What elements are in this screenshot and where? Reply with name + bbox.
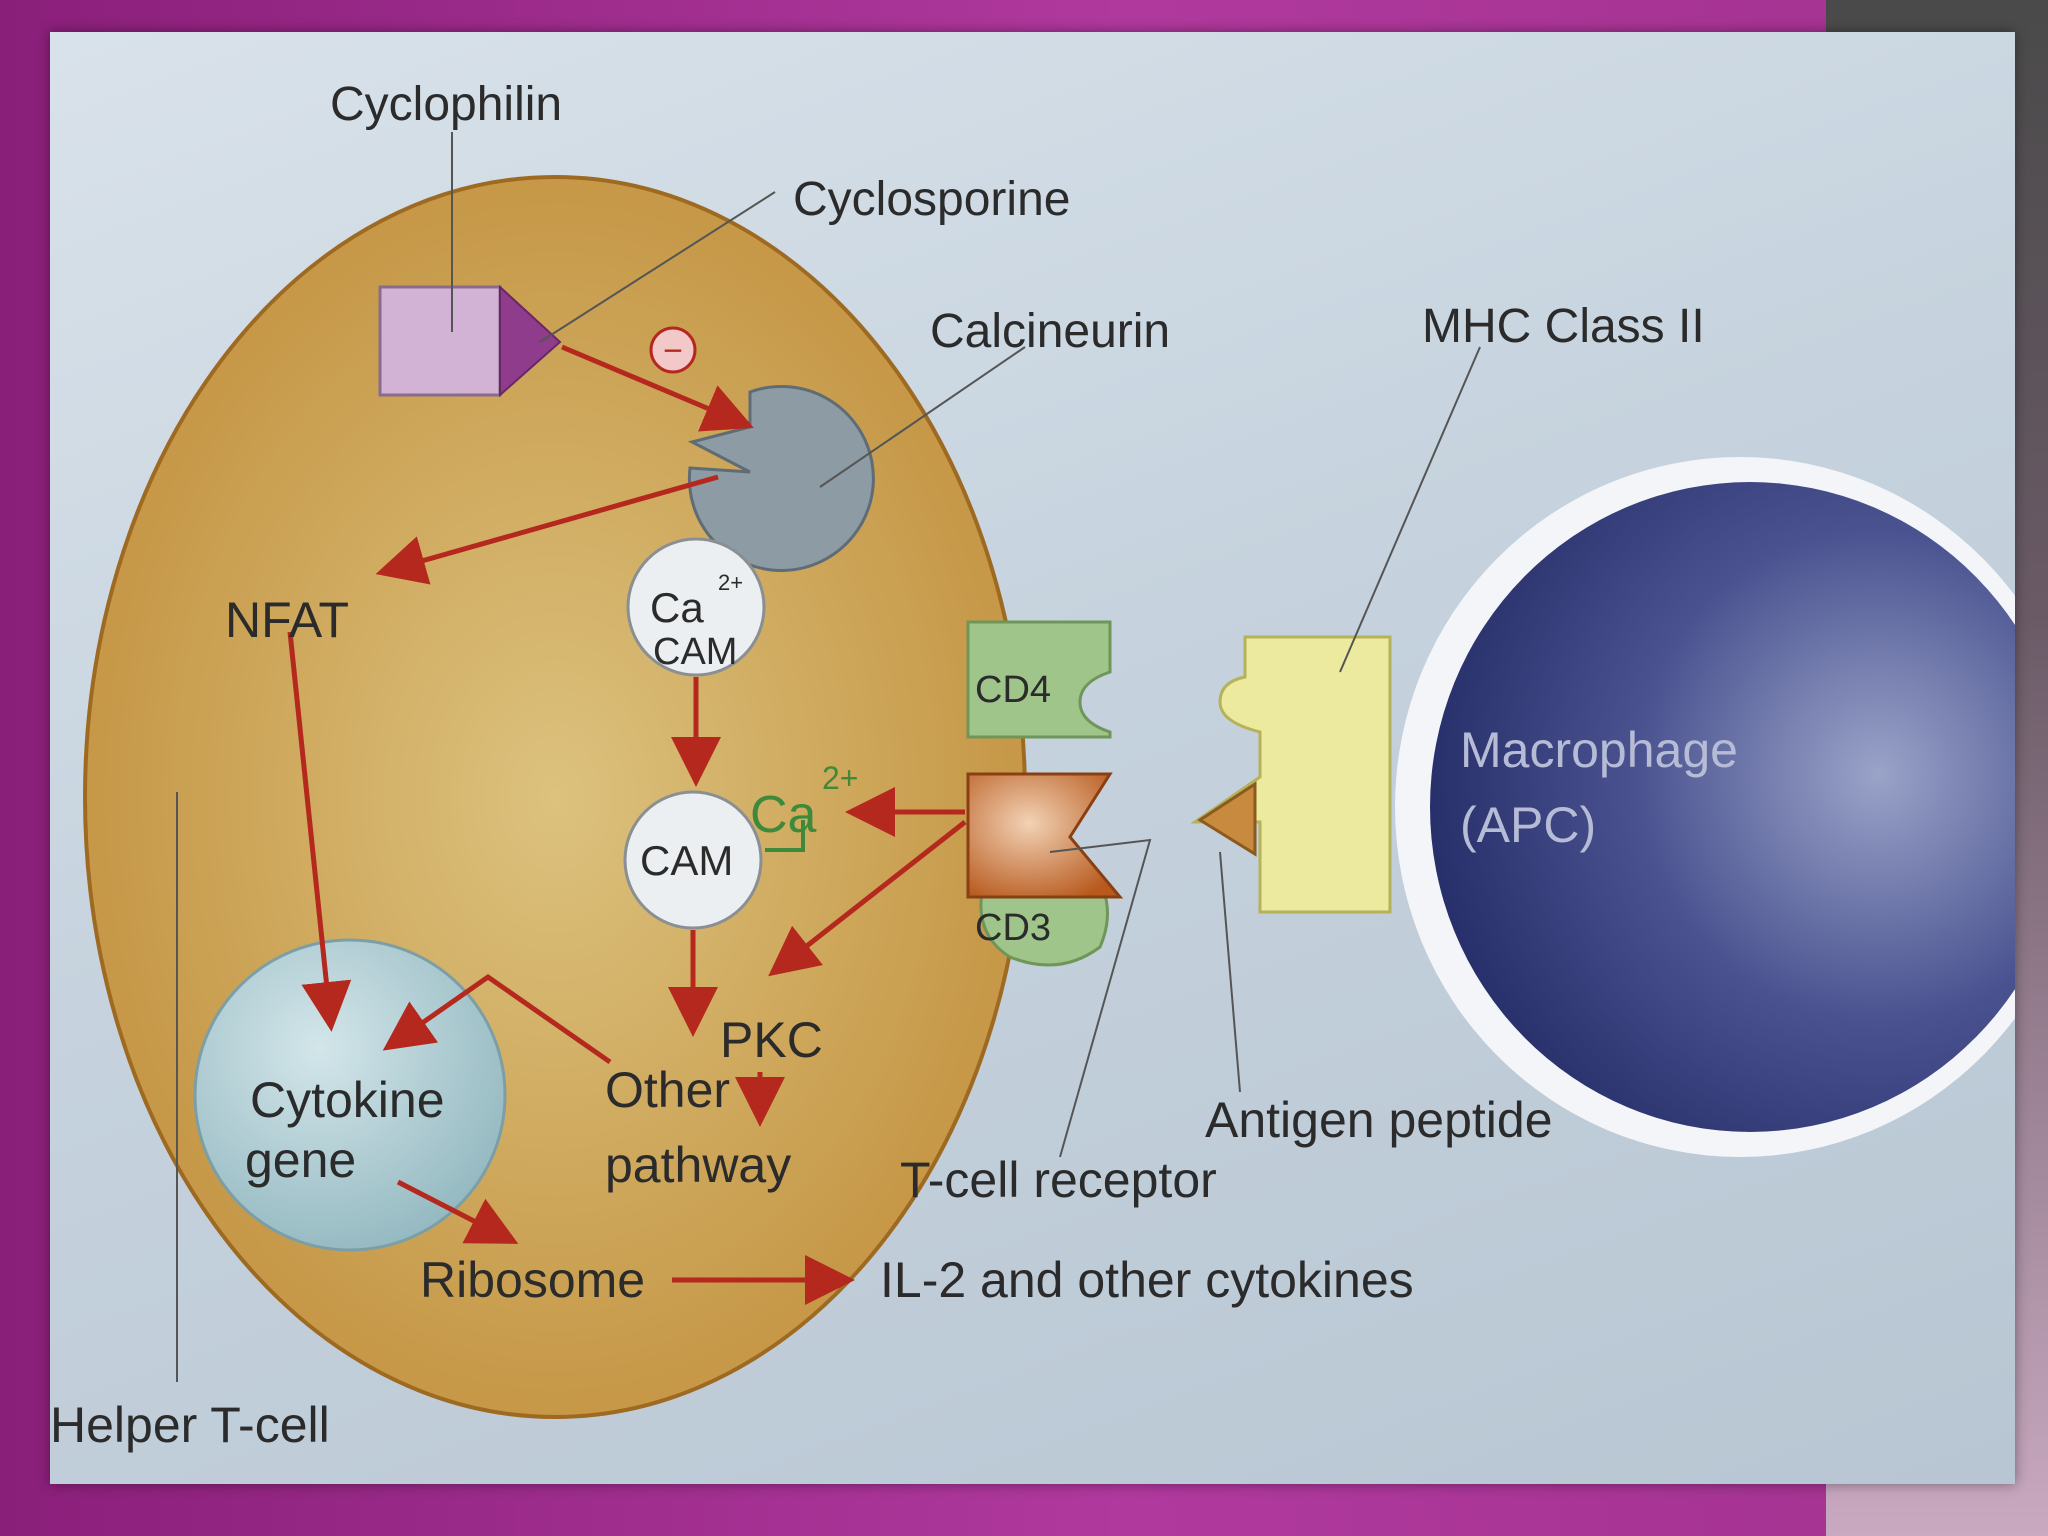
cam-circle xyxy=(623,790,763,930)
inhibition-sign: − xyxy=(663,332,683,370)
label-ca-ion: Ca xyxy=(750,786,817,844)
label-ca-complex: Ca xyxy=(650,584,704,631)
label-antigen-peptide: Antigen peptide xyxy=(1205,1092,1553,1148)
mhc-class-ii-shape xyxy=(1190,635,1392,914)
label-calcineurin: Calcineurin xyxy=(930,305,1170,358)
label-mhc-class-ii: MHC Class II xyxy=(1422,300,1705,353)
helper-t-cell-body xyxy=(83,175,1027,1419)
antigen-peptide-shape xyxy=(1197,781,1257,857)
label-t-cell-receptor: T-cell receptor xyxy=(900,1152,1217,1208)
leader-tcr xyxy=(1049,838,1152,1158)
leader-cyclosporine xyxy=(539,191,776,343)
cd4-receptor xyxy=(966,620,1112,739)
arrow-other-gene xyxy=(382,973,612,1065)
label-other: Other xyxy=(605,1062,730,1118)
arrow-cyclosporine-calcineurin xyxy=(561,344,754,432)
label-pkc: PKC xyxy=(720,1012,823,1068)
arrow-tcr-pkc xyxy=(768,820,967,977)
cyclosporine-shape xyxy=(499,284,562,398)
inhibition-symbol xyxy=(649,326,697,374)
label-cyclophilin: Cyclophilin xyxy=(330,78,562,131)
label-cytokine: Cytokine xyxy=(250,1072,445,1128)
label-cd3: CD3 xyxy=(975,907,1051,949)
leader-calcineurin xyxy=(819,346,1026,488)
diagram-panel: − Cyclophilin Cyclosporine xyxy=(50,32,2015,1484)
arrow-nfat-gene xyxy=(287,631,352,1032)
t-cell-receptor-shape xyxy=(966,772,1124,899)
label-helper-t-cell: Helper T-cell xyxy=(50,1397,330,1453)
label-cam-complex: CAM xyxy=(653,631,737,673)
label-cd4: CD4 xyxy=(975,669,1051,711)
label-cam: CAM xyxy=(640,837,733,884)
cam-ca-bracket xyxy=(765,820,805,852)
label-cyclosporine: Cyclosporine xyxy=(793,173,1070,226)
t-cell-activation-diagram: − Cyclophilin Cyclosporine xyxy=(50,78,2015,1453)
label-pathway: pathway xyxy=(605,1137,791,1193)
label-il2: IL-2 and other cytokines xyxy=(880,1252,1414,1308)
cd3-receptor xyxy=(979,875,1109,967)
leader-antigen xyxy=(1219,851,1241,1093)
cyclophilin-shape xyxy=(378,285,502,397)
label-nfat: NFAT xyxy=(225,592,349,648)
label-ca-complex-sup: 2+ xyxy=(718,570,743,595)
calcineurin-shape xyxy=(687,384,875,572)
label-ca-ion-sup: 2+ xyxy=(822,760,858,796)
label-ribosome: Ribosome xyxy=(420,1252,645,1308)
leader-mhc xyxy=(1339,346,1481,673)
label-gene: gene xyxy=(245,1132,356,1188)
arrow-calcineurin-nfat xyxy=(375,474,719,585)
label-apc: (APC) xyxy=(1460,797,1596,853)
arrow-gene-ribosome xyxy=(396,1179,519,1244)
ca-cam-complex xyxy=(626,537,766,677)
macrophage-body xyxy=(1430,482,2015,1132)
label-macrophage: Macrophage xyxy=(1460,722,1738,778)
